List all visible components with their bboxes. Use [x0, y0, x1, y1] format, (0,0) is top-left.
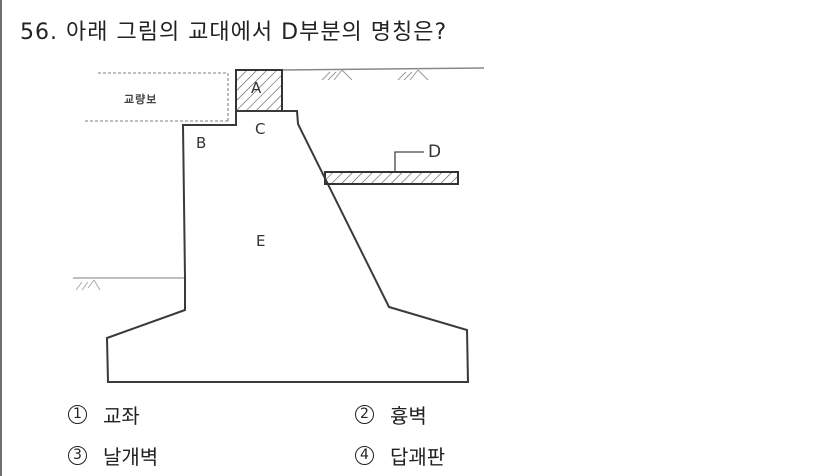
- option-marker: 4: [355, 446, 374, 465]
- label-a: A: [251, 79, 262, 97]
- girder-label: 교량보: [124, 93, 158, 106]
- approach-slab-d: [324, 171, 459, 185]
- question-number: 56.: [20, 20, 58, 45]
- ground-line-left: [73, 277, 185, 291]
- question-text: 아래 그림의 교대에서 D부분의 명칭은?: [66, 20, 448, 45]
- option-marker: 1: [68, 405, 87, 424]
- option-3[interactable]: 3 날개벽: [68, 441, 158, 470]
- label-e: E: [256, 232, 266, 250]
- abutment-drawing: [73, 67, 485, 383]
- abutment-diagram: 교량보 A B C D E: [73, 67, 485, 383]
- option-text: 답괘판: [390, 445, 446, 469]
- bearing-a: [235, 69, 283, 112]
- label-c: C: [255, 120, 266, 138]
- option-marker: 3: [68, 446, 87, 465]
- option-text: 교좌: [103, 404, 140, 428]
- question-title: 56. 아래 그림의 교대에서 D부분의 명칭은?: [20, 14, 447, 46]
- d-leader-line: [394, 151, 424, 172]
- option-4[interactable]: 4 답괘판: [355, 441, 445, 470]
- option-2[interactable]: 2 흉벽: [355, 400, 427, 429]
- option-marker: 2: [355, 405, 374, 424]
- option-text: 날개벽: [103, 445, 159, 469]
- option-text: 흉벽: [390, 404, 427, 428]
- ground-line-right: [281, 67, 485, 81]
- label-d: D: [428, 142, 442, 162]
- option-1[interactable]: 1 교좌: [68, 400, 140, 429]
- girder-outline: [85, 72, 229, 122]
- left-border: [0, 0, 2, 476]
- abutment-body: [105, 110, 470, 383]
- label-b: B: [196, 134, 207, 152]
